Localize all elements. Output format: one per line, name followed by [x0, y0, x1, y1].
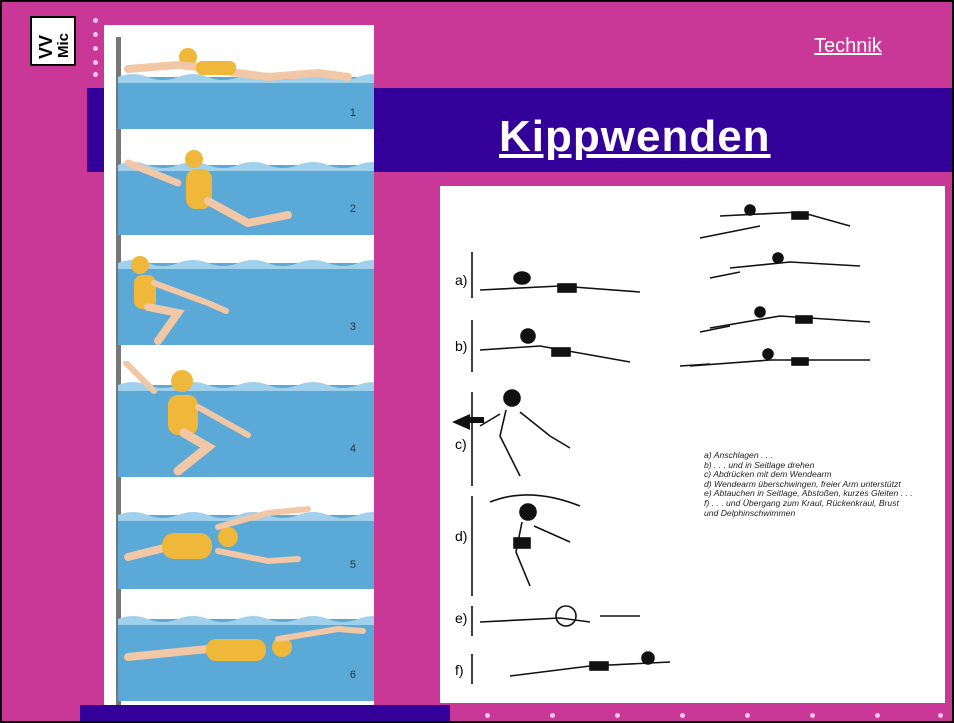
swimmer-illustration: [118, 361, 374, 477]
legend: a) Anschlagen . . . b) . . . und in Seit…: [704, 451, 944, 518]
swimmer-illustration: [118, 143, 374, 235]
frame-number-5: 5: [350, 559, 356, 571]
step-label-f: f): [455, 662, 464, 678]
swimmer-illustration: [118, 253, 374, 345]
legend-line: und Delphinschwimmen: [704, 509, 944, 519]
swim-frame-5: 5: [118, 497, 374, 589]
right-illustration: a) b) c) d) e) f) a) Anschlagen . . . b)…: [440, 186, 945, 703]
frame-number-6: 6: [350, 669, 356, 681]
step-label-e: e): [455, 610, 467, 626]
turn-sequence-drawing: [440, 186, 945, 703]
frame-number-2: 2: [350, 203, 356, 215]
swim-frame-4: 4: [118, 361, 374, 477]
frame-number-3: 3: [350, 321, 356, 333]
swimmer-illustration: [118, 497, 374, 589]
logo-icon: VV Mic: [30, 16, 76, 66]
left-illustration: 1 2 3: [104, 25, 374, 705]
swim-frame-2: 2: [118, 143, 374, 235]
swim-frame-3: 3: [118, 253, 374, 345]
page-title: Kippwenden: [499, 112, 771, 162]
step-label-b: b): [455, 338, 467, 354]
swimmer-illustration: [118, 609, 374, 701]
swim-frame-1: 1: [118, 37, 374, 129]
step-label-d: d): [455, 528, 467, 544]
logo-line1: VV: [36, 35, 56, 59]
topic-link[interactable]: Technik: [814, 35, 882, 58]
frame-number-1: 1: [350, 107, 356, 119]
step-label-a: a): [455, 272, 467, 288]
step-label-c: c): [455, 436, 467, 452]
frame-number-4: 4: [350, 443, 356, 455]
swimmer-illustration: [118, 37, 374, 129]
logo-line2: Mic: [55, 33, 72, 58]
footer-band: [80, 705, 450, 721]
swim-frame-6: 6: [118, 609, 374, 701]
